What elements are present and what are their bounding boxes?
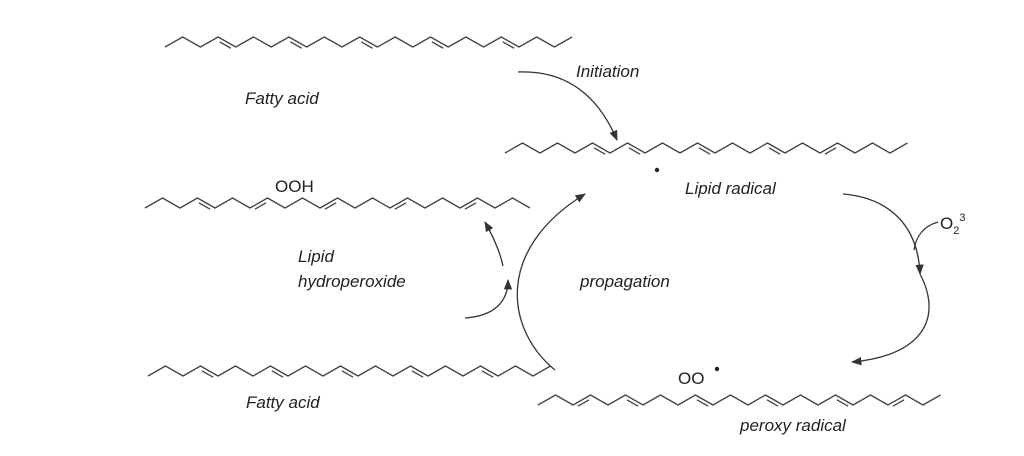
double-bond: [464, 202, 477, 210]
double-bond: [481, 370, 494, 378]
propagation-label: propagation: [579, 272, 670, 291]
chain-lipid-hydroperoxide: [144, 197, 531, 210]
double-bond: [394, 202, 407, 210]
double-bond: [360, 41, 373, 49]
lipid-label: Lipid: [298, 247, 334, 266]
double-bond: [201, 370, 214, 378]
double-bond: [892, 399, 905, 407]
radical-dot-lipid: [654, 167, 660, 173]
chain-bonds: [537, 394, 941, 406]
double-bond: [198, 202, 211, 210]
double-bond: [766, 399, 779, 407]
fatty-acid-top-label: Fatty acid: [245, 89, 319, 108]
oxygen-arrow: [842, 193, 924, 276]
oo-label: OO: [678, 369, 704, 388]
double-bond: [271, 370, 284, 378]
ooh-label: OOH: [275, 177, 314, 196]
fatty-acid-bottom-label: Fatty acid: [246, 393, 320, 412]
double-bond: [593, 147, 606, 155]
chain-fatty-acid-bottom: [147, 365, 551, 378]
double-bond: [219, 41, 232, 49]
double-bond: [626, 399, 639, 407]
chain-fatty-acid-top: [164, 36, 573, 49]
double-bond: [696, 399, 709, 407]
o2-label: O23: [940, 212, 965, 237]
double-bond: [254, 202, 267, 210]
chain-bonds: [144, 197, 531, 209]
double-bond: [324, 202, 337, 210]
double-bond: [698, 147, 711, 155]
hydroperoxide-label: hydroperoxide: [298, 272, 406, 291]
radical-dot-peroxy: [714, 366, 720, 372]
double-bond: [341, 370, 354, 378]
peroxy-radical-label: peroxy radical: [739, 416, 847, 435]
chain-bonds: [504, 142, 908, 154]
double-bond: [824, 147, 837, 155]
initiation-arrow: [517, 71, 618, 141]
double-bond: [431, 41, 444, 49]
chain-bonds: [164, 36, 573, 48]
double-bond: [836, 399, 849, 407]
o2-feed-arrow: [913, 221, 939, 251]
double-bond: [577, 399, 590, 407]
double-bond: [502, 41, 515, 49]
double-bond: [768, 147, 781, 155]
hydroperoxide-arrow: [484, 221, 504, 267]
fatty-acid-feed-arrow: [464, 278, 513, 319]
double-bond: [411, 370, 424, 378]
chain-lipid-radical: [504, 142, 908, 155]
double-bond: [628, 147, 641, 155]
initiation-label: Initiation: [576, 62, 639, 81]
lipid-radical-label: Lipid radical: [685, 179, 777, 198]
cycle-arrow-left: [516, 193, 586, 371]
chain-bonds: [147, 365, 551, 377]
cycle-arrow-right: [850, 273, 930, 366]
double-bond: [290, 41, 303, 49]
chain-peroxy-radical: [537, 394, 941, 407]
